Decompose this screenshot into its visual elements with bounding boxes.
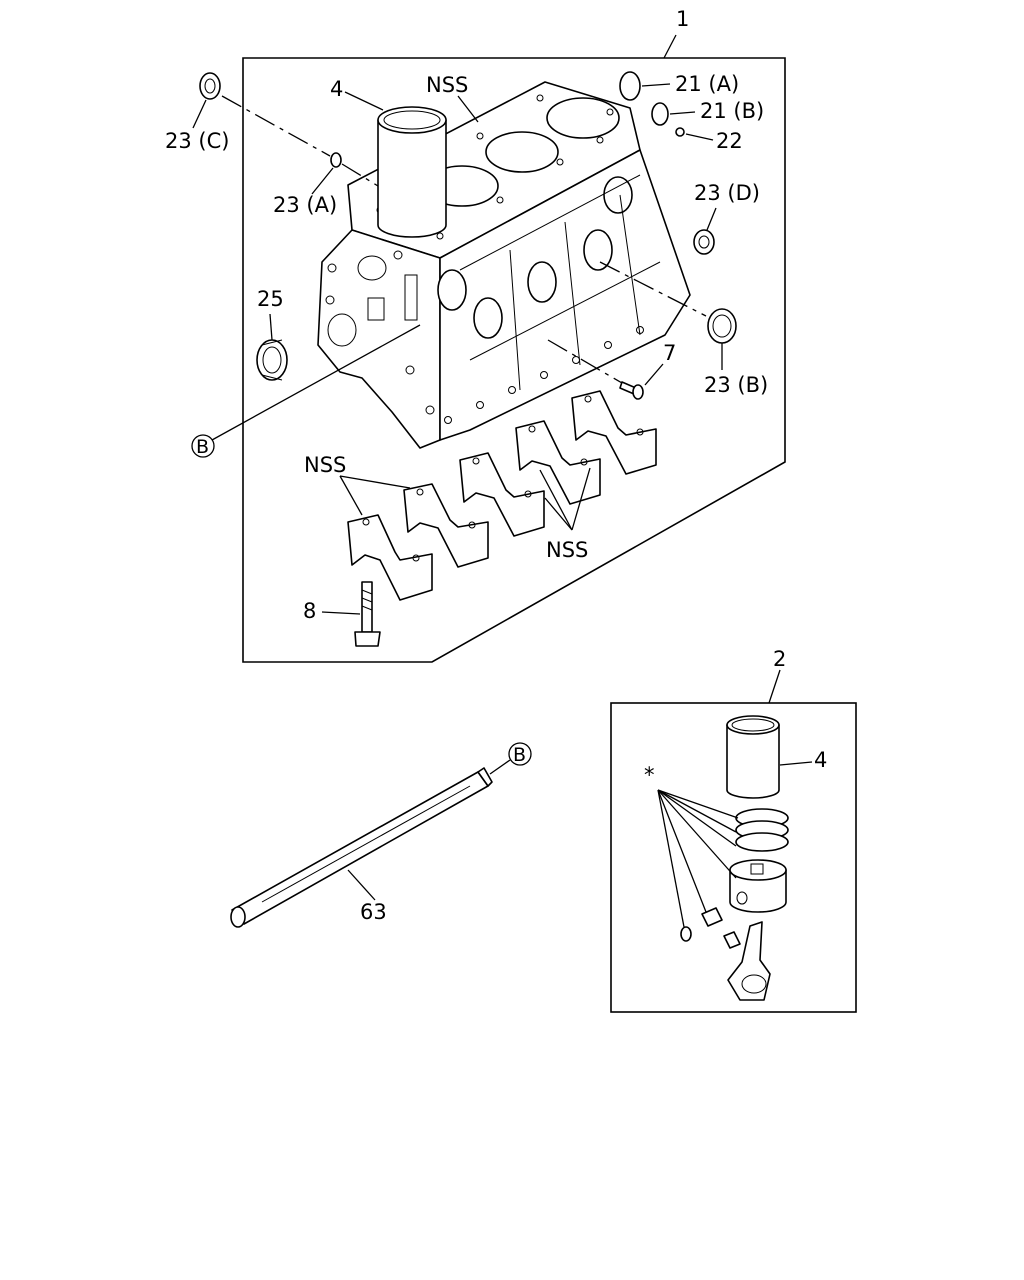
label-22: 22 bbox=[716, 129, 743, 153]
piston-kit-frame bbox=[610, 702, 857, 1013]
label-1: 1 bbox=[676, 7, 689, 31]
reference-b-callout-pipe: B bbox=[508, 742, 532, 766]
seal-25 bbox=[256, 339, 288, 381]
seal-23b bbox=[707, 308, 737, 344]
label-7: 7 bbox=[663, 341, 676, 365]
label-4-kit: 4 bbox=[814, 748, 827, 772]
label-21b: 21 (B) bbox=[700, 99, 764, 123]
label-nss-right: NSS bbox=[546, 538, 588, 562]
label-8: 8 bbox=[303, 599, 316, 623]
label-23a: 23 (A) bbox=[273, 193, 337, 217]
label-25: 25 bbox=[257, 287, 284, 311]
piston-pin bbox=[701, 907, 723, 927]
label-asterisk: * bbox=[644, 763, 655, 787]
seal-23d bbox=[693, 229, 715, 255]
label-2: 2 bbox=[773, 647, 786, 671]
piston-rings bbox=[735, 808, 789, 852]
asterisk-leaders bbox=[657, 789, 739, 928]
label-4-top: 4 bbox=[330, 77, 343, 101]
label-23c: 23 (C) bbox=[165, 129, 229, 153]
bolt-8 bbox=[354, 581, 381, 647]
seal-23c bbox=[199, 72, 221, 100]
bolt-7 bbox=[619, 381, 644, 400]
plug-21a bbox=[619, 71, 641, 101]
plug-22 bbox=[675, 127, 685, 137]
oil-pipe-63 bbox=[230, 767, 493, 928]
label-nss-top: NSS bbox=[426, 73, 468, 97]
label-23d: 23 (D) bbox=[694, 181, 760, 205]
label-nss-left: NSS bbox=[304, 453, 346, 477]
main-assembly-frame bbox=[242, 57, 786, 663]
cylinder-liner bbox=[377, 106, 447, 238]
connecting-rod bbox=[727, 921, 771, 1001]
label-23b: 23 (B) bbox=[704, 373, 768, 397]
small-end-bush bbox=[723, 931, 741, 949]
label-21a: 21 (A) bbox=[675, 72, 739, 96]
reference-b-callout-block: B bbox=[191, 434, 215, 458]
svg-text:B: B bbox=[196, 436, 209, 458]
main-bearing-caps bbox=[347, 390, 657, 601]
label-63: 63 bbox=[360, 900, 387, 924]
seal-23a bbox=[330, 152, 342, 168]
plug-21b bbox=[651, 102, 669, 126]
kit-cylinder-liner bbox=[726, 715, 780, 799]
svg-text:B: B bbox=[513, 744, 526, 766]
piston bbox=[729, 859, 787, 913]
circlip bbox=[680, 926, 692, 942]
